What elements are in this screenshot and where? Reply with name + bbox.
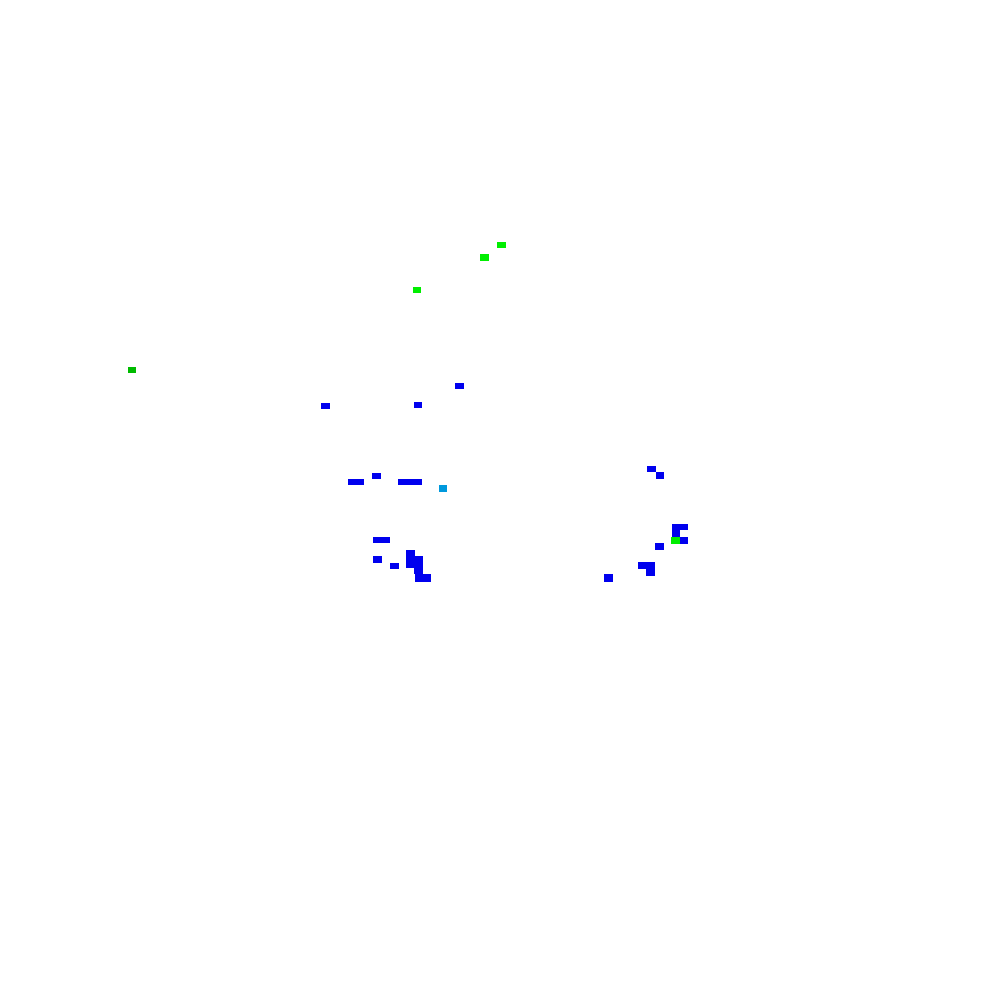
pixel-block-blue-18	[647, 466, 656, 472]
pixel-block-bright-green-22	[671, 537, 680, 544]
pixel-block-blue-17	[415, 574, 431, 582]
pixel-block-green-3	[128, 367, 136, 373]
pixel-block-blue-23	[680, 537, 688, 544]
pixel-block-blue-9	[398, 479, 422, 485]
pixel-block-blue-11	[373, 537, 390, 543]
pixel-block-blue-27	[604, 574, 613, 582]
pixel-block-blue-15	[390, 563, 399, 569]
pixel-block-blue-20	[672, 524, 688, 530]
pixel-block-blue-16	[414, 568, 423, 574]
pixel-block-blue-24	[655, 543, 664, 550]
pixel-block-blue-13	[373, 556, 382, 563]
pixel-block-blue-12	[406, 550, 415, 557]
pixel-block-blue-26	[646, 569, 655, 576]
pixel-block-blue-6	[414, 402, 422, 408]
pixel-block-blue-8	[348, 479, 364, 485]
pixel-block-blue-21	[672, 530, 680, 537]
pixel-block-cyan-10	[439, 485, 447, 492]
pixel-block-blue-25	[638, 562, 655, 569]
pixel-block-bright-green-1	[480, 254, 489, 261]
pixel-block-bright-green-0	[497, 242, 506, 248]
pixel-block-blue-19	[656, 472, 664, 479]
pixel-block-bright-green-2	[413, 287, 421, 293]
pixel-block-blue-4	[455, 383, 464, 389]
pixel-block-blue-5	[321, 403, 330, 409]
pixel-block-blue-14	[406, 556, 423, 568]
pixel-block-blue-7	[372, 473, 381, 479]
